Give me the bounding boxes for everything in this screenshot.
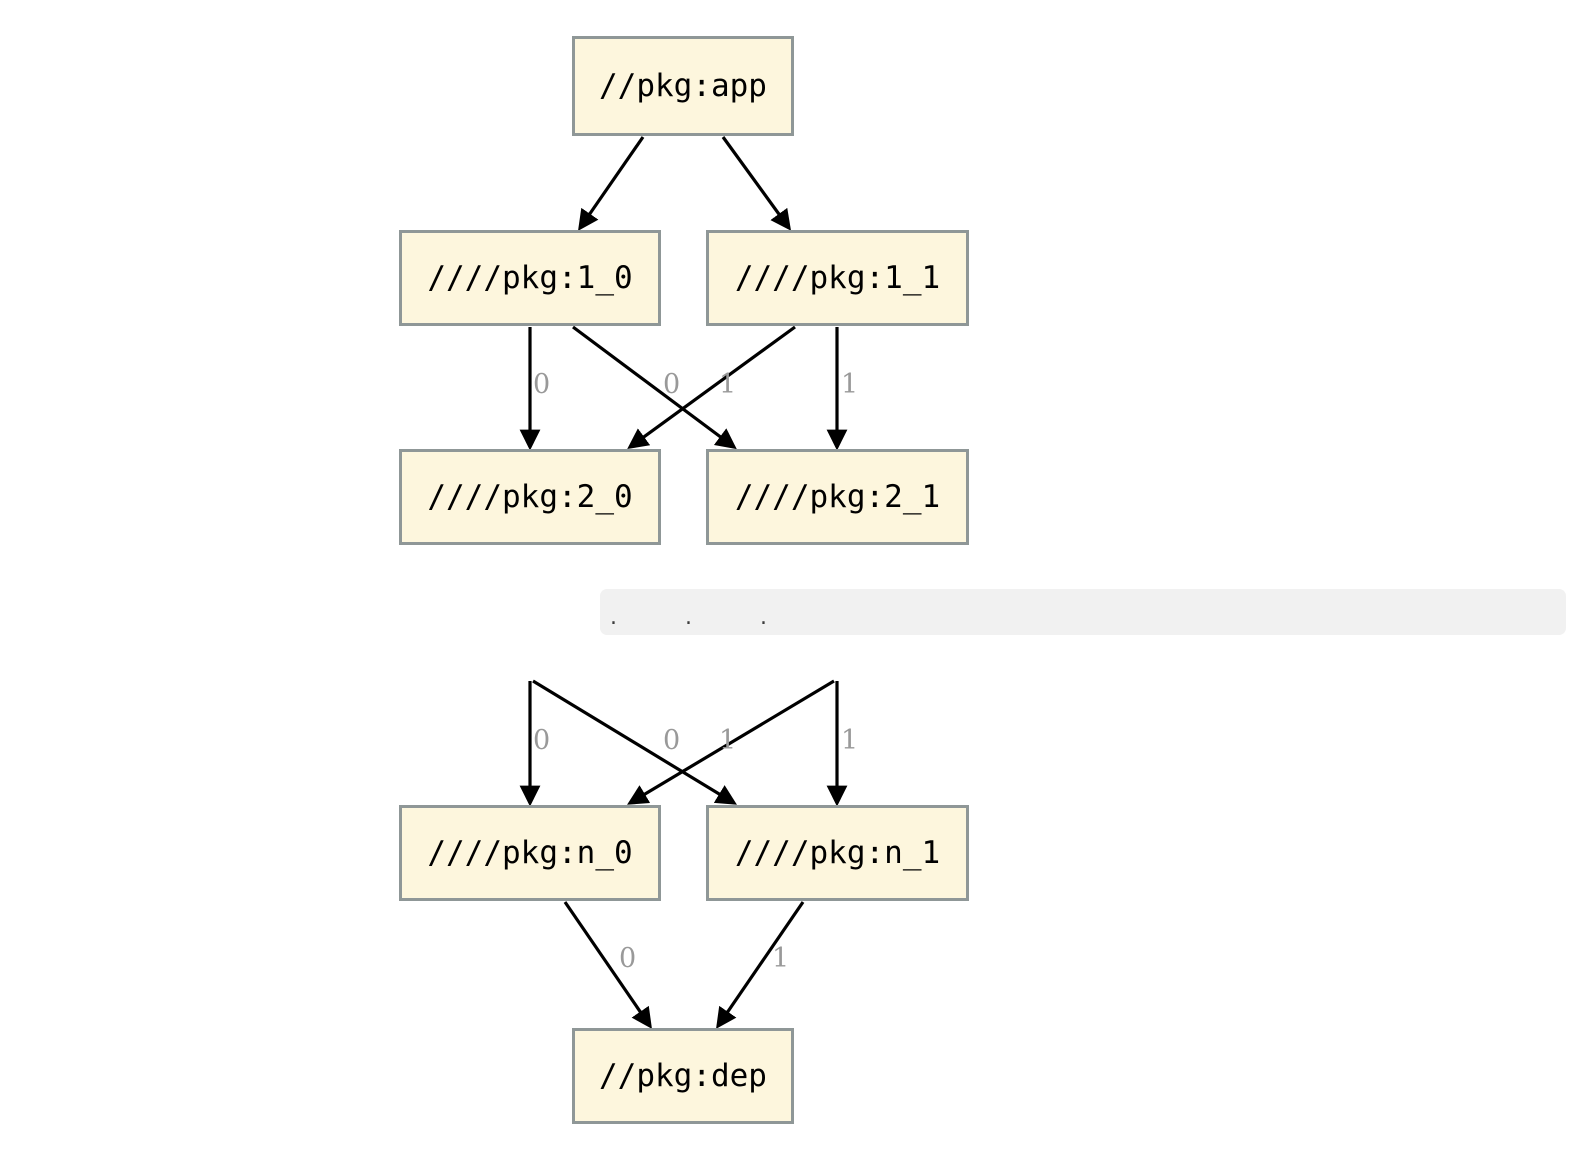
graph-node-label: //pkg:dep [599,1058,767,1094]
graph-node-label: ////pkg:1_0 [427,260,633,296]
edge-label-hidden_1-to-ln_0: 1 [719,725,737,756]
graph-node-label: ////pkg:n_1 [734,835,941,871]
edge-label-l1_0-to-l2_1: 0 [663,369,681,400]
edge-label-hidden_1-to-ln_1: 1 [841,725,859,756]
graph-node-label: ////pkg:2_0 [427,479,633,515]
graph-node-label: ////pkg:1_1 [734,260,941,296]
graph-edge-app-to-l1_1 [721,136,792,231]
graph-node-label: ////pkg:2_1 [734,479,941,515]
edges-group [519,136,848,1029]
edge-label-ln_0-to-dep: 0 [619,943,637,974]
edge-label-hidden_0-to-ln_0: 0 [533,725,551,756]
graph-node-l2_1[interactable]: ////pkg:2_1 [706,449,969,545]
edge-label-ln_1-to-dep: 1 [772,943,790,974]
graph-node-l2_0[interactable]: ////pkg:2_0 [399,449,661,545]
graph-node-l1_1[interactable]: ////pkg:1_1 [706,230,969,326]
ellipsis-dots: . . . [610,605,785,630]
graph-node-label: //pkg:app [599,68,767,104]
edge-label-l1_1-to-l2_0: 1 [719,369,737,400]
graph-edge-hidden_0-to-ln_1 [532,679,737,805]
ellipsis-separator-band: . . . [600,589,1566,635]
edge-label-hidden_0-to-ln_1: 0 [663,725,681,756]
graph-node-dep[interactable]: //pkg:dep [572,1028,794,1124]
graph-edge-hidden_1-to-ln_0 [627,679,835,805]
graph-edge-app-to-l1_0 [578,136,645,231]
graph-node-l1_0[interactable]: ////pkg:1_0 [399,230,661,326]
graph-node-ln_0[interactable]: ////pkg:n_0 [399,805,661,901]
edge-label-l1_1-to-l2_1: 1 [841,369,859,400]
graph-edge-l1_0-to-l2_1 [572,325,737,450]
graph-node-app[interactable]: //pkg:app [572,36,794,136]
graph-edge-ln_0-to-dep [563,901,652,1029]
graph-node-ln_1[interactable]: ////pkg:n_1 [706,805,969,901]
graph-node-label: ////pkg:n_0 [427,835,633,871]
graph-edge-l1_1-to-l2_0 [627,325,796,450]
graph-edge-ln_1-to-dep [716,901,805,1029]
edge-label-l1_0-to-l2_0: 0 [533,369,551,400]
